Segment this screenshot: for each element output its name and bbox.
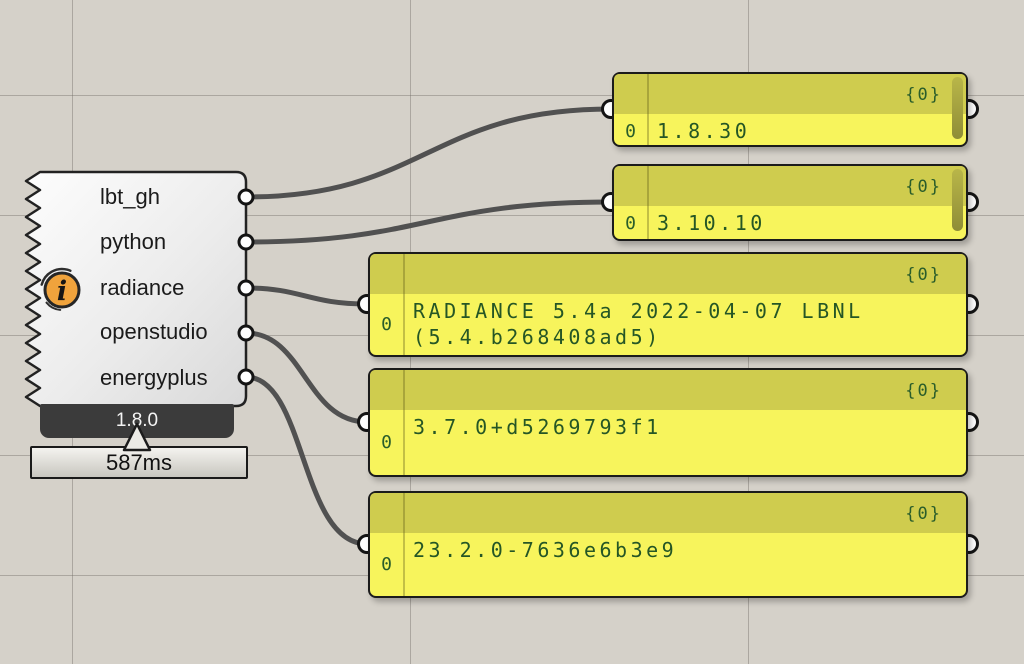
panel-body: 0 1.8.30 — [614, 114, 966, 148]
panel-index-divider — [647, 74, 649, 145]
data-path-badge: {0} — [905, 504, 942, 524]
port-radiance[interactable] — [237, 279, 255, 297]
panel-body: 0 3.7.0+d5269793f1 — [370, 410, 966, 475]
row-index: 0 — [625, 120, 636, 142]
row-index: 0 — [625, 212, 636, 234]
panel-index-divider — [403, 370, 405, 475]
panel-index-divider — [403, 493, 405, 596]
row-index: 0 — [381, 554, 392, 575]
output-label-openstudio: openstudio — [100, 319, 208, 344]
data-path-badge: {0} — [905, 265, 942, 285]
panel-scrollbar-thumb[interactable] — [952, 169, 963, 231]
wire-lbt-gh[interactable] — [243, 106, 614, 200]
row-index: 0 — [381, 432, 392, 453]
panel-scrollbar-thumb[interactable] — [952, 77, 963, 139]
wire-radiance[interactable] — [243, 285, 370, 307]
row-index: 0 — [381, 314, 392, 335]
panel-value: 1.8.30 — [657, 119, 751, 143]
output-label-radiance: radiance — [100, 275, 185, 300]
panel-lbt-gh-version[interactable]: {0} 0 1.8.30 — [612, 72, 968, 147]
port-lbt-gh[interactable] — [237, 188, 255, 206]
panel-index-divider — [647, 166, 649, 239]
port-python[interactable] — [237, 233, 255, 251]
wire-python[interactable] — [243, 199, 614, 245]
panel-value: 23.2.0-7636e6b3e9 — [413, 538, 678, 562]
panel-body: 0 RADIANCE 5.4a 2022-04-07 LBNL (5.4.b26… — [370, 294, 966, 355]
panel-openstudio-version[interactable]: {0} 0 3.7.0+d5269793f1 — [368, 368, 968, 477]
panel-value: RADIANCE 5.4a 2022-04-07 LBNL (5.4.b2684… — [413, 299, 880, 349]
output-label-lbt-gh: lbt_gh — [100, 184, 160, 209]
panel-header: {0} — [370, 493, 966, 533]
data-path-badge: {0} — [905, 177, 942, 197]
wire-energyplus[interactable] — [243, 374, 370, 547]
panel-value: 3.10.10 — [657, 211, 766, 235]
panel-body: 0 3.10.10 — [614, 206, 966, 240]
panel-energyplus-version[interactable]: {0} 0 23.2.0-7636e6b3e9 — [368, 491, 968, 598]
component-version-label: 1.8.0 — [115, 410, 159, 431]
port-openstudio[interactable] — [237, 324, 255, 342]
panel-header: {0} — [614, 166, 966, 206]
panel-header: {0} — [614, 74, 966, 114]
data-path-badge: {0} — [905, 381, 942, 401]
panel-header: {0} — [370, 370, 966, 410]
component-version-bar[interactable]: 1.8.0 — [40, 404, 234, 438]
component-output-ports — [237, 188, 255, 386]
data-path-badge: {0} — [905, 85, 942, 105]
port-energyplus[interactable] — [237, 368, 255, 386]
runtime-pointer-arrow — [122, 422, 152, 452]
info-balloon-icon: i — [39, 267, 85, 313]
panel-header: {0} — [370, 254, 966, 294]
wire-openstudio[interactable] — [243, 330, 370, 425]
output-label-energyplus: energyplus — [100, 365, 208, 390]
panel-index-divider — [403, 254, 405, 355]
panel-value: 3.7.0+d5269793f1 — [413, 415, 662, 439]
panel-body: 0 23.2.0-7636e6b3e9 — [370, 533, 966, 596]
panel-radiance-version[interactable]: {0} 0 RADIANCE 5.4a 2022-04-07 LBNL (5.4… — [368, 252, 968, 357]
versioner-component-body[interactable] — [24, 170, 248, 408]
panel-python-version[interactable]: {0} 0 3.10.10 — [612, 164, 968, 241]
runtime-label: 587ms — [105, 449, 173, 475]
output-label-python: python — [100, 229, 167, 254]
svg-text:i: i — [57, 276, 67, 307]
